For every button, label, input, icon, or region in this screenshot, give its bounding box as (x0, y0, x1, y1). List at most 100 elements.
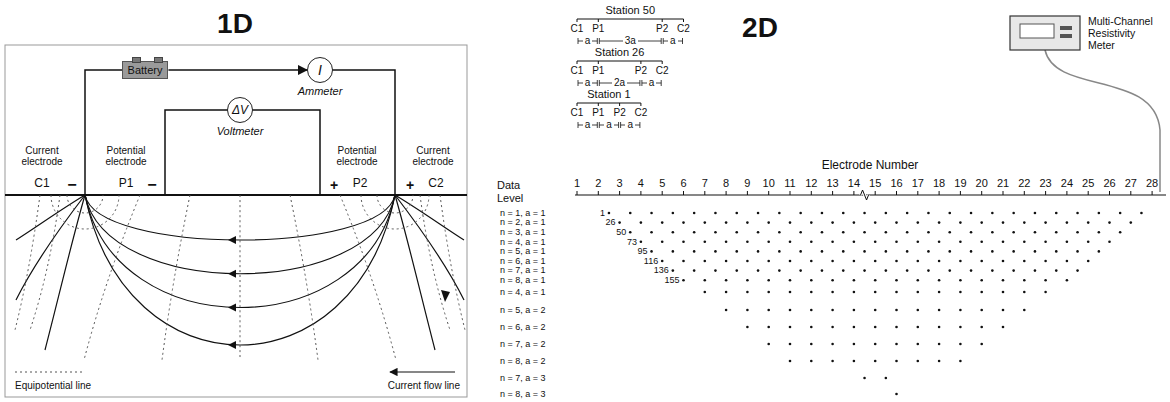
stroke (1076, 212, 1079, 215)
resistivity-meter (1010, 16, 1160, 192)
stroke (842, 269, 845, 272)
stroke (693, 212, 696, 215)
stroke (767, 221, 770, 224)
stroke (767, 343, 770, 346)
stroke (917, 309, 920, 312)
stroke (1034, 250, 1037, 253)
electrode-number: 24 (1061, 177, 1073, 190)
electrode-number: 26 (1103, 177, 1115, 190)
stroke (790, 191, 791, 195)
stroke (1002, 279, 1005, 282)
stroke (725, 279, 728, 282)
stroke (778, 212, 781, 215)
measurement-number: 50 (616, 227, 626, 237)
electrode-label: Current electrode (403, 145, 463, 168)
stroke (896, 191, 897, 195)
stroke (704, 241, 707, 244)
stroke (789, 360, 792, 363)
data-level-label: n = 6, a = 1 (500, 256, 546, 266)
stroke (895, 279, 898, 282)
stroke (853, 221, 856, 224)
stroke (577, 61, 662, 62)
stroke (377, 195, 413, 213)
stroke (938, 326, 941, 329)
stroke (885, 269, 888, 272)
spacing-label: a (583, 119, 593, 131)
stroke (821, 231, 824, 234)
stroke (1023, 221, 1026, 224)
stroke (693, 269, 696, 272)
stroke (725, 309, 728, 312)
electrode-number: 18 (933, 177, 945, 190)
electrode-name: C2 (428, 177, 443, 191)
stroke (395, 195, 464, 300)
electrode-name: C1 (34, 177, 49, 191)
stroke (885, 212, 888, 215)
electrode-letter: C2 (635, 107, 648, 119)
electrode-letter: P2 (613, 107, 625, 119)
stroke (991, 212, 994, 215)
stroke (704, 221, 707, 224)
stroke (228, 304, 236, 312)
station-title: Station 50 (605, 4, 655, 17)
stroke (863, 231, 866, 234)
stroke (1012, 250, 1015, 253)
stroke (577, 103, 641, 104)
stroke (1044, 279, 1047, 282)
stroke (67, 195, 103, 213)
stroke (906, 212, 909, 215)
polarity-sign: + (406, 177, 414, 193)
electrode-number: 8 (723, 177, 729, 190)
stroke (767, 241, 770, 244)
measurement-number: 155 (664, 275, 679, 285)
ammeter-symbol: IAmmeter (307, 57, 333, 83)
box-label: Battery (128, 64, 163, 76)
electrode-number: 23 (1039, 177, 1051, 190)
stroke (1034, 269, 1037, 272)
stroke (895, 393, 898, 396)
measurement-number: 136 (654, 265, 669, 275)
stroke (1088, 191, 1089, 195)
stroke (917, 241, 920, 244)
data-level-label: n = 1, a = 1 (500, 208, 546, 218)
stroke (599, 80, 600, 86)
stroke (789, 221, 792, 224)
stroke (895, 360, 898, 363)
stroke (959, 326, 962, 329)
stroke (1055, 231, 1058, 234)
electrode-number: 16 (890, 177, 902, 190)
stroke (662, 191, 663, 195)
stroke (1044, 221, 1047, 224)
stroke (757, 269, 760, 272)
stroke (959, 309, 962, 312)
stroke (959, 291, 962, 294)
stroke (767, 260, 770, 263)
stroke (917, 326, 920, 329)
stroke (735, 269, 738, 272)
meter-symbol-text: ΔV (232, 103, 248, 117)
measurement-number: 26 (606, 217, 616, 227)
stroke (598, 103, 599, 106)
electrode-number: 7 (702, 177, 708, 190)
measurement-number: 116 (644, 256, 658, 266)
stroke (714, 231, 717, 234)
polarity-sign: − (67, 176, 76, 194)
stroke (598, 61, 599, 64)
data-level-label: n = 8, a = 1 (500, 275, 546, 285)
stroke (799, 269, 802, 272)
stroke (661, 80, 662, 86)
legend-text: Equipotential line (15, 380, 91, 392)
polarity-sign: − (147, 176, 156, 194)
stroke (810, 291, 813, 294)
stroke (672, 269, 675, 272)
electrode-letter: C1 (571, 107, 584, 119)
stroke (228, 341, 236, 349)
station-brackets (577, 19, 684, 128)
stroke (577, 61, 578, 64)
stroke (663, 38, 664, 44)
stroke (875, 191, 876, 195)
instrument-name: Ammeter (298, 85, 343, 97)
stroke (629, 212, 632, 215)
electrode-letter: P1 (592, 107, 604, 119)
stroke (639, 122, 640, 128)
